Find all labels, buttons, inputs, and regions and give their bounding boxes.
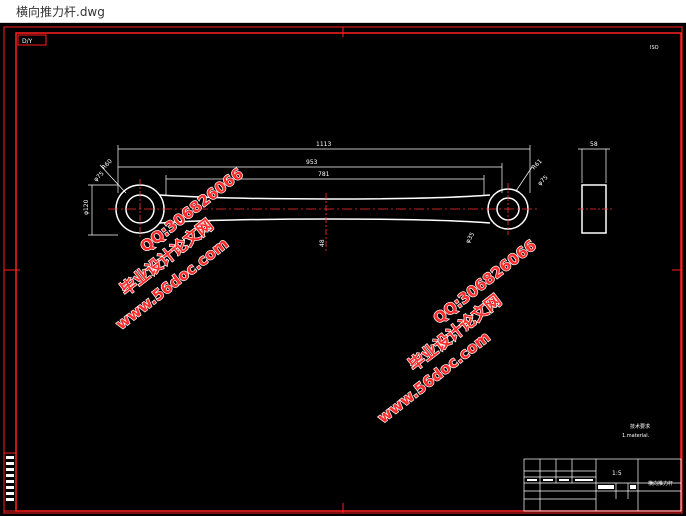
dim-dia-right: φ75 (536, 174, 549, 187)
window-titlebar: 横向推力杆.dwg (0, 0, 686, 23)
dim-r-left: R60 (100, 158, 113, 171)
title-block (523, 458, 682, 512)
link-rod-part (108, 179, 540, 253)
dim-overall: 1113 (316, 141, 331, 148)
title-block-name: 横向推力杆 (648, 480, 673, 487)
dim-middle: 953 (306, 159, 318, 166)
window-title: 横向推力杆.dwg (16, 5, 105, 19)
watermark-left: www.56doc.com 毕业设计论文网 QQ:306826066 (112, 164, 248, 334)
dim-dia-right2: φ35 (464, 231, 476, 245)
side-view (578, 148, 612, 234)
notes-line: 1.material. (622, 433, 650, 439)
dim-dia-left-small: φ75 (92, 170, 105, 183)
dim-dia-left: φ120 (83, 199, 90, 215)
corner-label-right: ISO (650, 45, 659, 51)
cad-canvas[interactable]: D/Y ISO (0, 23, 686, 516)
inner-frame (15, 32, 682, 512)
dimensions (88, 145, 533, 236)
drawing-svg: D/Y ISO (3, 26, 683, 514)
watermark-right: www.56doc.com 毕业设计论文网 QQ:306826066 (373, 235, 540, 427)
left-strip (3, 452, 17, 512)
dim-side-width: 58 (590, 141, 598, 148)
notes-title: 技术要求 (630, 423, 650, 430)
dim-inner: 781 (318, 171, 330, 178)
outer-frame (3, 26, 683, 514)
corner-label-box (17, 34, 47, 46)
dim-r-right: R61 (530, 158, 543, 171)
title-block-scale: 1:5 (612, 470, 622, 477)
dim-center-mark: 48 (319, 239, 326, 247)
corner-label: D/Y (22, 38, 33, 45)
